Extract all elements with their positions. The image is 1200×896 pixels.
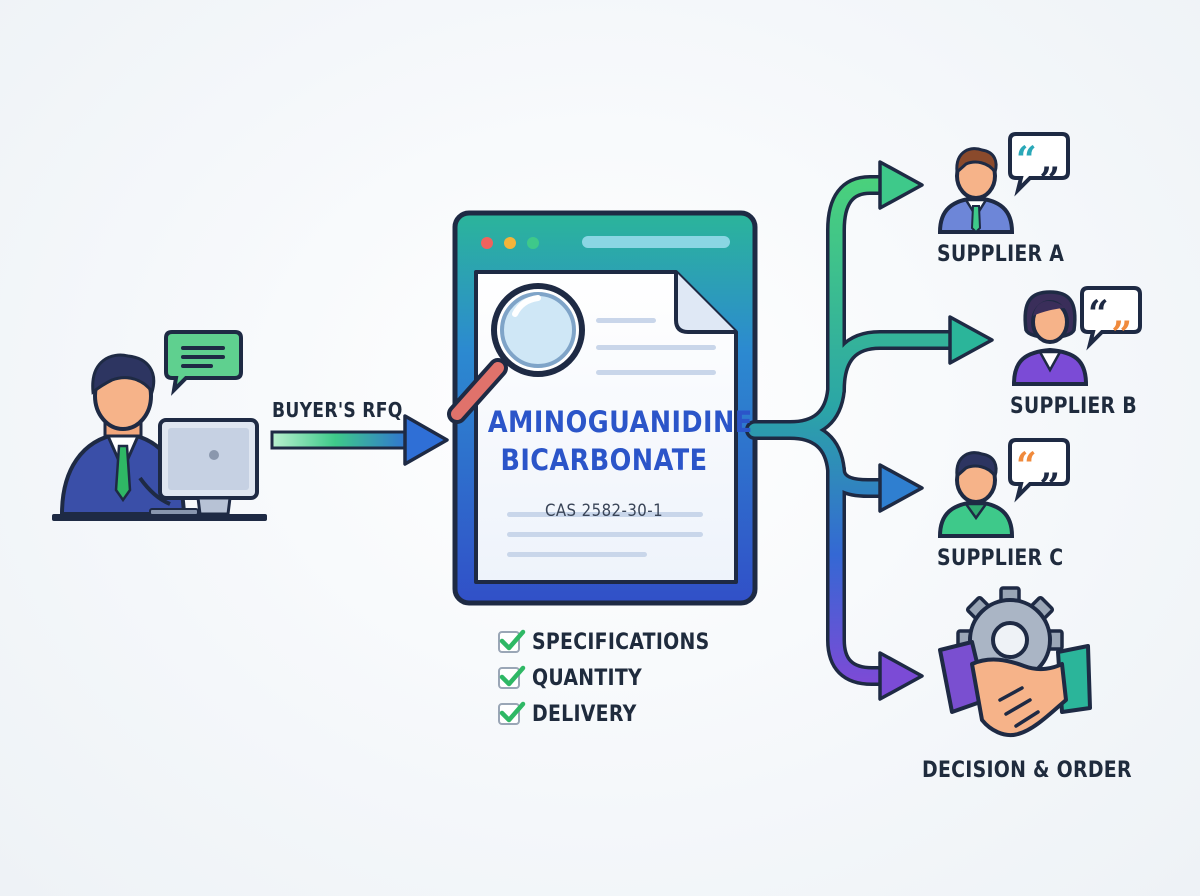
quote-bubble-icon: “ „ xyxy=(1008,132,1070,197)
supplier-b-avatar xyxy=(1011,290,1089,386)
chat-bubble-icon xyxy=(164,330,243,396)
supplier-b-label: SUPPLIER B xyxy=(1010,394,1137,419)
checkmark-icon xyxy=(498,701,526,725)
checklist-item-delivery: DELIVERY xyxy=(498,696,738,732)
checklist-item-quantity: QUANTITY xyxy=(498,660,738,696)
svg-text:„: „ xyxy=(1040,139,1061,181)
checkmark-icon xyxy=(498,665,526,689)
svg-text:“: “ xyxy=(1088,293,1109,335)
svg-text:“: “ xyxy=(1016,445,1037,487)
checklist-label: QUANTITY xyxy=(532,665,642,691)
arrow-head-supplier-b xyxy=(948,315,994,365)
window-minimize-dot xyxy=(504,237,516,249)
checklist-label: SPECIFICATIONS xyxy=(532,629,710,655)
supplier-c-label: SUPPLIER C xyxy=(937,546,1064,571)
branch-arrow-heads xyxy=(878,160,994,701)
page-fold xyxy=(674,272,736,334)
supplier-a-avatar xyxy=(937,147,1015,234)
buyer-figure xyxy=(52,353,267,521)
magnifying-glass-icon xyxy=(447,283,585,424)
handshake-gear-icon xyxy=(938,586,1092,737)
quote-bubble-icon: “ „ xyxy=(1080,286,1142,351)
clasped-hands xyxy=(970,657,1068,737)
decision-order-label: DECISION & ORDER xyxy=(922,758,1132,783)
window-maximize-dot xyxy=(527,237,539,249)
rfq-checklist: SPECIFICATIONS QUANTITY DELIVERY xyxy=(498,624,738,732)
cas-number: CAS 2582-30-1 xyxy=(544,501,664,521)
supplier-a-label: SUPPLIER A xyxy=(937,242,1065,267)
buyer-rfq-label: BUYER'S RFQ xyxy=(272,398,403,422)
svg-text:“: “ xyxy=(1016,139,1037,181)
product-name-line1: AMINOGUANIDINE xyxy=(487,405,753,439)
checklist-label: DELIVERY xyxy=(532,701,637,727)
quote-bubble-icon: “ „ xyxy=(1008,438,1070,503)
checkmark-icon xyxy=(498,629,526,653)
arrow-head-supplier-c xyxy=(878,463,924,513)
buyer-hair xyxy=(91,353,156,396)
rfq-arrow xyxy=(270,414,449,466)
supplier-branch-arrows xyxy=(745,175,962,686)
svg-text:„: „ xyxy=(1040,445,1061,487)
product-name-line2: BICARBONATE xyxy=(500,443,708,477)
window-close-dot xyxy=(481,237,493,249)
arrow-head-decision xyxy=(878,651,924,701)
tie xyxy=(114,444,132,503)
supplier-c-avatar xyxy=(937,451,1015,538)
svg-text:„: „ xyxy=(1112,293,1133,335)
checklist-item-specifications: SPECIFICATIONS xyxy=(498,624,738,660)
arrow-head-supplier-a xyxy=(878,160,924,210)
